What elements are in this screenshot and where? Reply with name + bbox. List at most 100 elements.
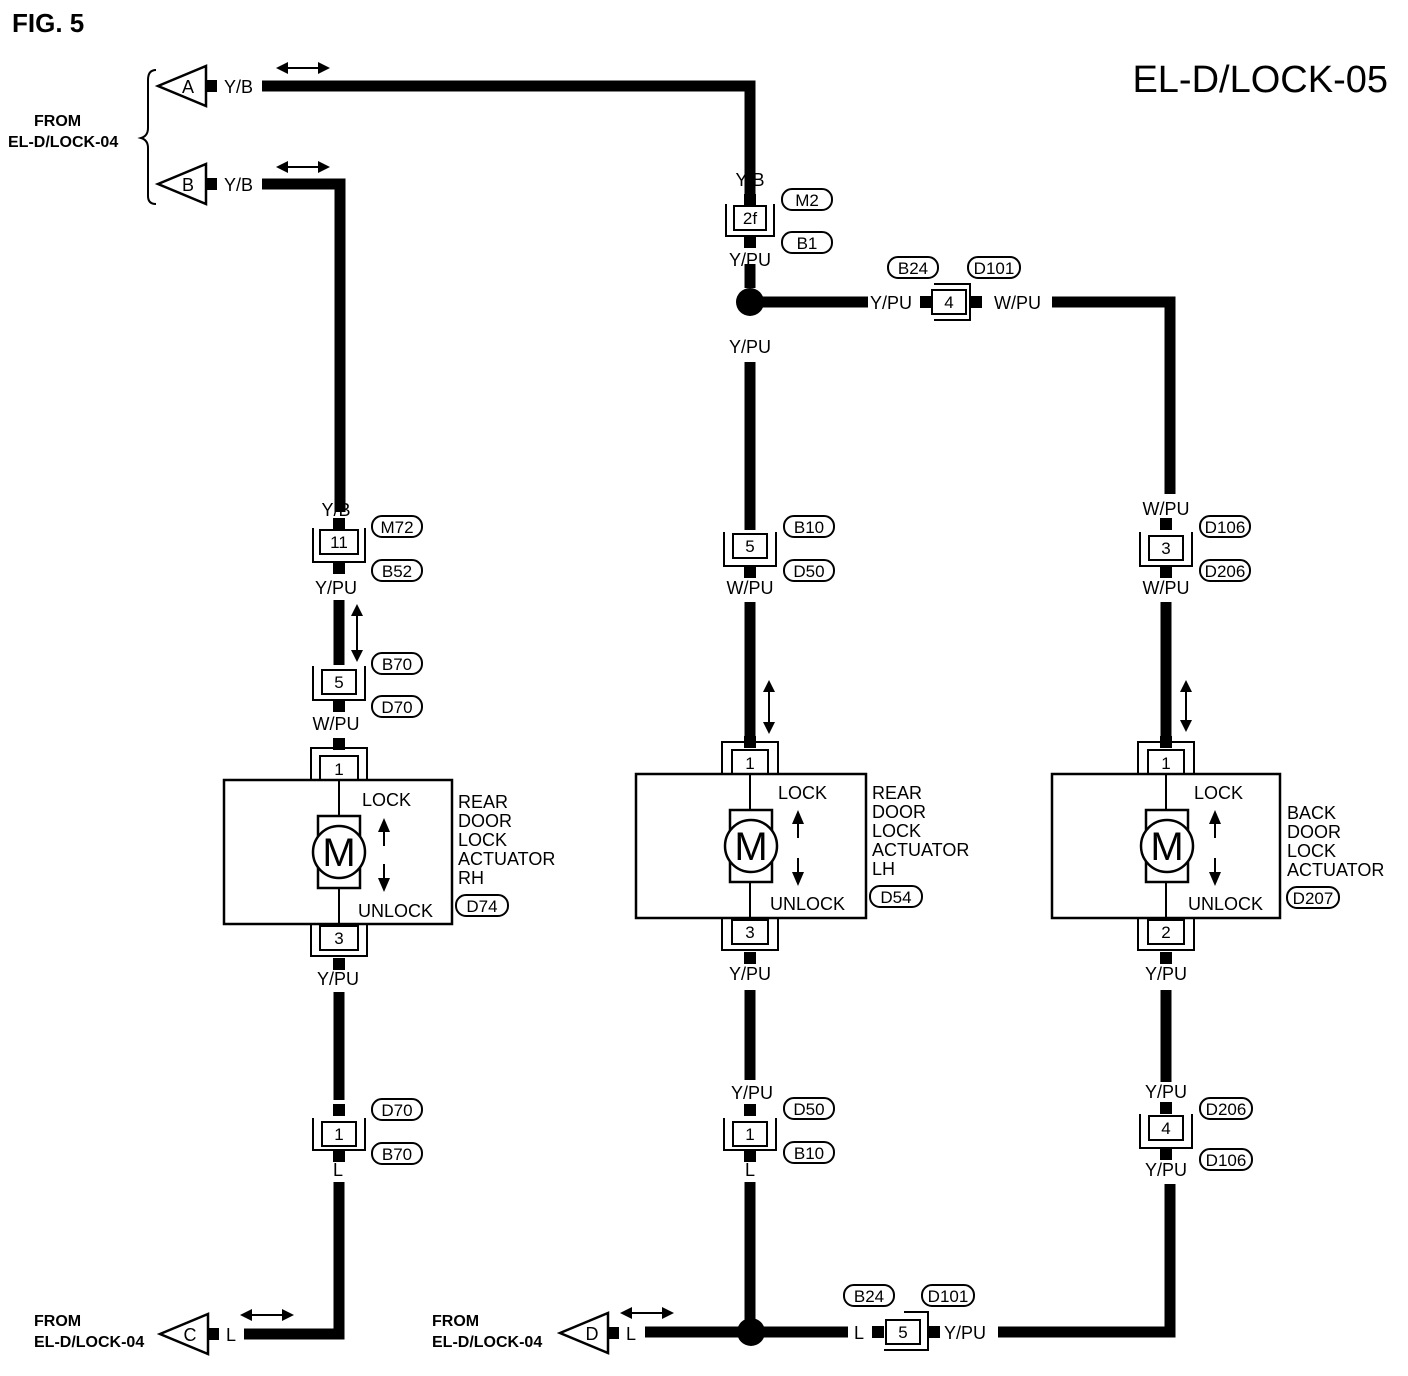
svg-text:1: 1 <box>1161 754 1170 773</box>
svg-text:D70: D70 <box>381 1101 412 1120</box>
svg-text:5: 5 <box>898 1323 907 1342</box>
input-d-id: D <box>586 1324 599 1344</box>
svg-text:4: 4 <box>1161 1119 1170 1138</box>
connector-3-right: 3 D106 D206 <box>1139 515 1251 582</box>
from-brace-a-b: FROM EL-D/LOCK-04 <box>8 69 157 205</box>
svg-text:LOCK: LOCK <box>872 821 921 841</box>
svg-text:11: 11 <box>330 533 348 552</box>
wire-labels: Y/B Y/PU Y/PU Y/PU W/PU Y/B Y/PU W/PU Y/… <box>313 170 1190 1343</box>
svg-text:D50: D50 <box>793 1100 824 1119</box>
from-c-line2: EL-D/LOCK-04 <box>34 1334 144 1351</box>
svg-text:W/PU: W/PU <box>1143 499 1190 519</box>
figure-label: FIG. 5 <box>12 8 84 38</box>
svg-text:D206: D206 <box>1205 562 1246 581</box>
svg-text:W/PU: W/PU <box>1143 578 1190 598</box>
wires <box>244 80 1176 1346</box>
bidirectional-arrow-icon <box>276 62 330 74</box>
svg-text:B10: B10 <box>794 1144 824 1163</box>
svg-text:LOCK: LOCK <box>1194 783 1243 803</box>
svg-text:B70: B70 <box>382 1145 412 1164</box>
junction-dot-bottom <box>737 1318 765 1346</box>
svg-text:BACK: BACK <box>1287 803 1336 823</box>
svg-text:2: 2 <box>1161 923 1170 942</box>
bidirectional-arrow-icon <box>276 161 330 173</box>
unlock-arrow-icon <box>792 858 804 886</box>
svg-text:D50: D50 <box>793 562 824 581</box>
svg-text:L: L <box>854 1323 864 1343</box>
svg-text:M72: M72 <box>380 518 413 537</box>
wire-bottom-y-pu <box>998 1184 1176 1338</box>
actuator-rear-door-lh: 1 M LOCK UNLOCK 3 REAR DOOR LOCK ACTUATO… <box>634 736 969 964</box>
from-c-line1: FROM <box>34 1313 81 1330</box>
svg-text:Y/PU: Y/PU <box>1145 1160 1187 1180</box>
lock-arrow-icon <box>378 818 390 846</box>
connector-2f: 2f M2 B1 <box>725 188 833 254</box>
svg-text:LOCK: LOCK <box>1287 841 1336 861</box>
svg-text:1: 1 <box>334 760 343 779</box>
svg-text:ACTUATOR: ACTUATOR <box>1287 860 1384 880</box>
page-code: EL-D/LOCK-05 <box>1132 59 1388 101</box>
svg-text:Y/PU: Y/PU <box>729 964 771 984</box>
wire-b-y-b <box>262 178 346 512</box>
actuator-back-door: 1 M LOCK UNLOCK 2 BACK DOOR LOCK ACTUATO… <box>1050 736 1384 964</box>
input-arrow-c: FROM EL-D/LOCK-04 C L <box>34 1309 294 1356</box>
svg-text:LOCK: LOCK <box>362 790 411 810</box>
svg-text:UNLOCK: UNLOCK <box>1188 894 1263 914</box>
from-d-line2: EL-D/LOCK-04 <box>432 1334 542 1351</box>
svg-text:B52: B52 <box>382 562 412 581</box>
wire-branch-w-pu <box>1052 296 1176 494</box>
actuator-rear-door-rh: 1 M LOCK UNLOCK 3 REAR DOOR LOCK ACTUATO… <box>222 738 555 970</box>
connector-5-bottom: 5 B24 D101 <box>843 1284 975 1351</box>
svg-text:Y/PU: Y/PU <box>317 969 359 989</box>
svg-text:Y/B: Y/B <box>321 500 350 520</box>
connector-5-left: 5 B70 D70 <box>312 652 423 718</box>
svg-text:DOOR: DOOR <box>458 811 512 831</box>
motor-icon: M <box>322 831 355 875</box>
svg-text:ACTUATOR: ACTUATOR <box>872 840 969 860</box>
lock-arrow-icon <box>1209 810 1221 838</box>
connector-11: 11 M72 B52 <box>312 515 423 582</box>
input-arrow-b: B Y/B <box>154 161 330 206</box>
bidirectional-arrow-icon <box>620 1307 674 1319</box>
svg-text:1: 1 <box>745 754 754 773</box>
svg-text:LH: LH <box>872 859 895 879</box>
svg-text:RH: RH <box>458 868 484 888</box>
svg-text:LOCK: LOCK <box>458 830 507 850</box>
svg-text:M2: M2 <box>795 191 819 210</box>
connector-5-middle: 5 B10 D50 <box>723 515 835 582</box>
svg-text:L: L <box>745 1160 755 1180</box>
junction-dot-top <box>736 288 764 316</box>
input-c-wire: L <box>226 1325 236 1345</box>
svg-text:Y/PU: Y/PU <box>731 1083 773 1103</box>
svg-text:1: 1 <box>334 1125 343 1144</box>
motor-icon: M <box>734 825 767 869</box>
svg-text:UNLOCK: UNLOCK <box>770 894 845 914</box>
wire-a-y-b <box>262 80 756 196</box>
svg-text:REAR: REAR <box>872 783 922 803</box>
svg-text:Y/PU: Y/PU <box>870 293 912 313</box>
svg-text:Y/PU: Y/PU <box>729 250 771 270</box>
motor-icon: M <box>1150 825 1183 869</box>
from-d-line1: FROM <box>432 1313 479 1330</box>
svg-text:3: 3 <box>1161 539 1170 558</box>
pin-2f: 2f <box>743 209 757 228</box>
svg-text:5: 5 <box>745 537 754 556</box>
from-label-line2: EL-D/LOCK-04 <box>8 134 118 151</box>
svg-text:ACTUATOR: ACTUATOR <box>458 849 555 869</box>
svg-text:D70: D70 <box>381 698 412 717</box>
bidirectional-arrow-icon <box>240 1309 294 1321</box>
lock-arrow-icon <box>792 810 804 838</box>
svg-text:DOOR: DOOR <box>1287 822 1341 842</box>
svg-text:D106: D106 <box>1205 518 1246 537</box>
unlock-arrow-icon <box>378 864 390 892</box>
svg-text:L: L <box>333 1160 343 1180</box>
svg-text:D54: D54 <box>880 888 911 907</box>
svg-text:B70: B70 <box>382 655 412 674</box>
svg-text:Y/B: Y/B <box>735 170 764 190</box>
svg-text:LOCK: LOCK <box>778 783 827 803</box>
svg-text:Y/PU: Y/PU <box>315 578 357 598</box>
svg-text:D207: D207 <box>1293 889 1334 908</box>
svg-text:W/PU: W/PU <box>313 714 360 734</box>
svg-text:B24: B24 <box>898 259 928 278</box>
